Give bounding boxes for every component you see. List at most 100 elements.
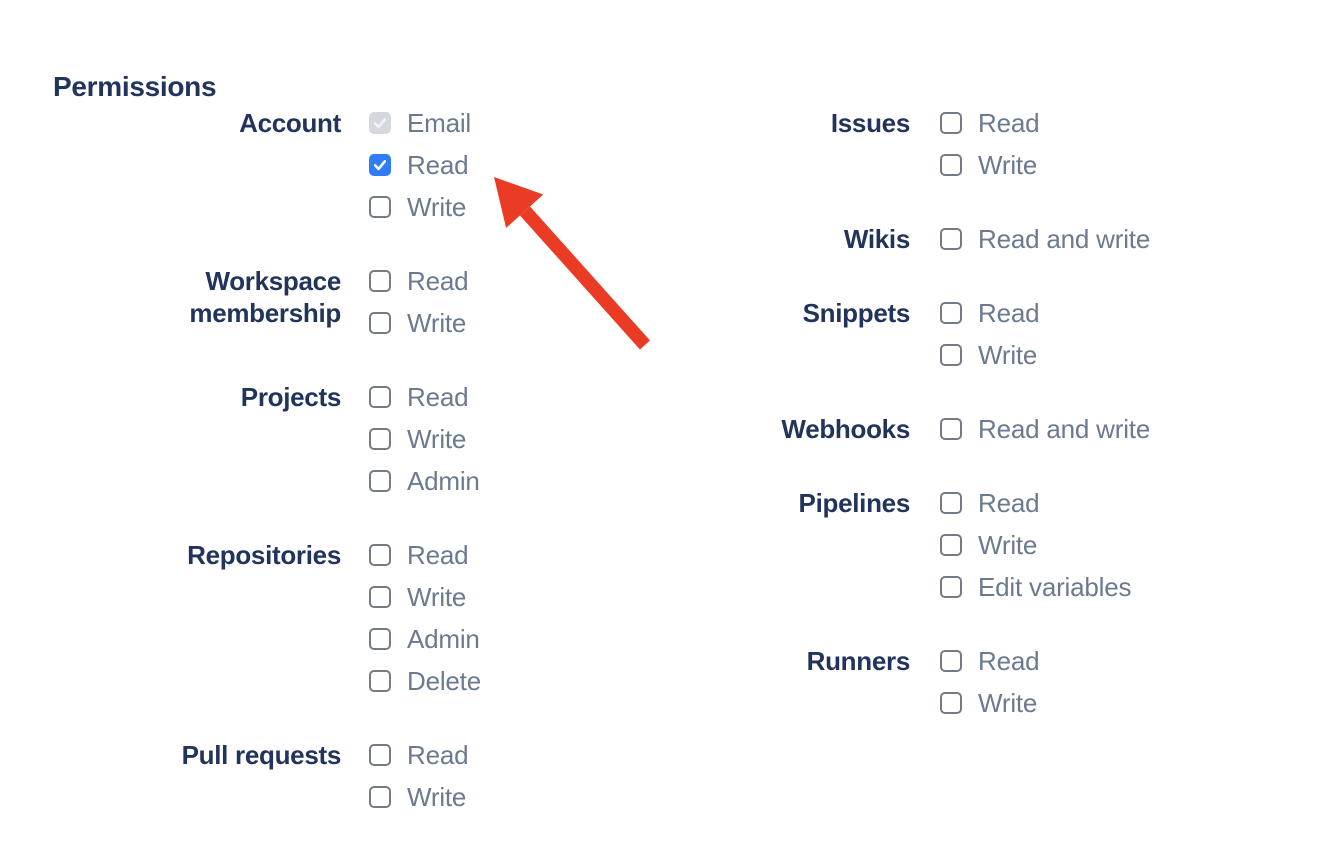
- check-icon: [373, 160, 387, 171]
- checkbox-issues-read[interactable]: [940, 112, 962, 134]
- checkbox-label-admin[interactable]: Admin: [407, 623, 480, 654]
- checkbox-label-read[interactable]: Read: [978, 487, 1040, 518]
- permission-option-runners-read: Read: [940, 640, 1150, 682]
- checkbox-label-read[interactable]: Read: [978, 645, 1040, 676]
- checkbox-label-read[interactable]: Read: [407, 381, 469, 412]
- permission-option-issues-read: Read: [940, 102, 1150, 144]
- group-label-issues: Issues: [830, 108, 910, 138]
- checkbox-account-write[interactable]: [369, 196, 391, 218]
- permission-option-pull-requests-read: Read: [369, 734, 481, 776]
- permission-option-workspace-membership-write: Write: [369, 302, 481, 344]
- permission-option-pipelines-write: Write: [940, 524, 1150, 566]
- checkbox-projects-admin[interactable]: [369, 470, 391, 492]
- checkbox-label-write[interactable]: Write: [407, 307, 467, 338]
- checkbox-label-admin[interactable]: Admin: [407, 465, 480, 496]
- checkbox-workspace-membership-read[interactable]: [369, 270, 391, 292]
- permission-option-projects-admin: Admin: [369, 460, 481, 502]
- options-list: Read and write: [940, 218, 1150, 260]
- checkbox-label-read[interactable]: Read: [978, 107, 1040, 138]
- checkbox-label-write[interactable]: Write: [407, 581, 467, 612]
- checkbox-label-read[interactable]: Read: [407, 265, 469, 296]
- permission-option-issues-write: Write: [940, 144, 1150, 186]
- permission-option-wikis-read-and-write: Read and write: [940, 218, 1150, 260]
- permission-option-account-email: Email: [369, 102, 481, 144]
- checkbox-pipelines-edit-variables[interactable]: [940, 576, 962, 598]
- permission-option-repositories-admin: Admin: [369, 618, 481, 660]
- permission-option-pipelines-read: Read: [940, 482, 1150, 524]
- checkbox-snippets-read[interactable]: [940, 302, 962, 324]
- check-icon: [373, 118, 387, 129]
- options-list: Read and write: [940, 408, 1150, 450]
- checkbox-repositories-delete[interactable]: [369, 670, 391, 692]
- group-label-snippets: Snippets: [802, 298, 911, 328]
- permission-option-projects-read: Read: [369, 376, 481, 418]
- checkbox-label-write[interactable]: Write: [978, 687, 1038, 718]
- page-title: Permissions: [53, 71, 217, 103]
- checkbox-label-read[interactable]: Read: [978, 297, 1040, 328]
- checkbox-pipelines-read[interactable]: [940, 492, 962, 514]
- checkbox-label-delete[interactable]: Delete: [407, 665, 481, 696]
- checkbox-account-read[interactable]: [369, 154, 391, 176]
- checkbox-label-write[interactable]: Write: [407, 423, 467, 454]
- checkbox-label-write[interactable]: Write: [407, 781, 467, 812]
- permission-option-projects-write: Write: [369, 418, 481, 460]
- checkbox-wikis-read-and-write[interactable]: [940, 228, 962, 250]
- checkbox-workspace-membership-write[interactable]: [369, 312, 391, 334]
- group-label-pipelines: Pipelines: [798, 488, 911, 518]
- checkbox-account-email: [369, 112, 391, 134]
- checkbox-pull-requests-write[interactable]: [369, 786, 391, 808]
- checkbox-runners-write[interactable]: [940, 692, 962, 714]
- checkbox-label-read[interactable]: Read: [407, 539, 469, 570]
- group-label-projects: Projects: [240, 382, 342, 412]
- checkbox-projects-write[interactable]: [369, 428, 391, 450]
- checkbox-label-write[interactable]: Write: [978, 149, 1038, 180]
- checkbox-webhooks-read-and-write[interactable]: [940, 418, 962, 440]
- permission-option-repositories-write: Write: [369, 576, 481, 618]
- checkbox-projects-read[interactable]: [369, 386, 391, 408]
- checkbox-repositories-admin[interactable]: [369, 628, 391, 650]
- permission-option-account-write: Write: [369, 186, 481, 228]
- checkbox-pull-requests-read[interactable]: [369, 744, 391, 766]
- checkbox-repositories-write[interactable]: [369, 586, 391, 608]
- checkbox-label-read[interactable]: Read: [407, 149, 469, 180]
- group-label-repositories: Repositories: [187, 540, 341, 570]
- group-label-pull-requests: Pull requests: [181, 740, 342, 770]
- group-label-wikis: Wikis: [843, 224, 910, 254]
- checkbox-repositories-read[interactable]: [369, 544, 391, 566]
- checkbox-label-write[interactable]: Write: [407, 191, 467, 222]
- permission-option-repositories-read: Read: [369, 534, 481, 576]
- permission-option-pipelines-edit-variables: Edit variables: [940, 566, 1150, 608]
- group-label-runners: Runners: [806, 646, 911, 676]
- group-label-workspace-membership: Workspace membership: [189, 266, 341, 328]
- checkbox-label-edit-variables[interactable]: Edit variables: [978, 571, 1132, 602]
- checkbox-label-write[interactable]: Write: [978, 529, 1038, 560]
- checkbox-label-write[interactable]: Write: [978, 339, 1038, 370]
- checkbox-snippets-write[interactable]: [940, 344, 962, 366]
- checkbox-issues-write[interactable]: [940, 154, 962, 176]
- checkbox-label-email[interactable]: Email: [407, 107, 472, 138]
- checkbox-label-read-and-write[interactable]: Read and write: [978, 223, 1151, 254]
- checkbox-label-read-and-write[interactable]: Read and write: [978, 413, 1151, 444]
- permission-option-snippets-write: Write: [940, 334, 1150, 376]
- checkbox-pipelines-write[interactable]: [940, 534, 962, 556]
- permission-option-workspace-membership-read: Read: [369, 260, 481, 302]
- permission-option-snippets-read: Read: [940, 292, 1150, 334]
- checkbox-label-read[interactable]: Read: [407, 739, 469, 770]
- permission-option-runners-write: Write: [940, 682, 1150, 724]
- checkbox-runners-read[interactable]: [940, 650, 962, 672]
